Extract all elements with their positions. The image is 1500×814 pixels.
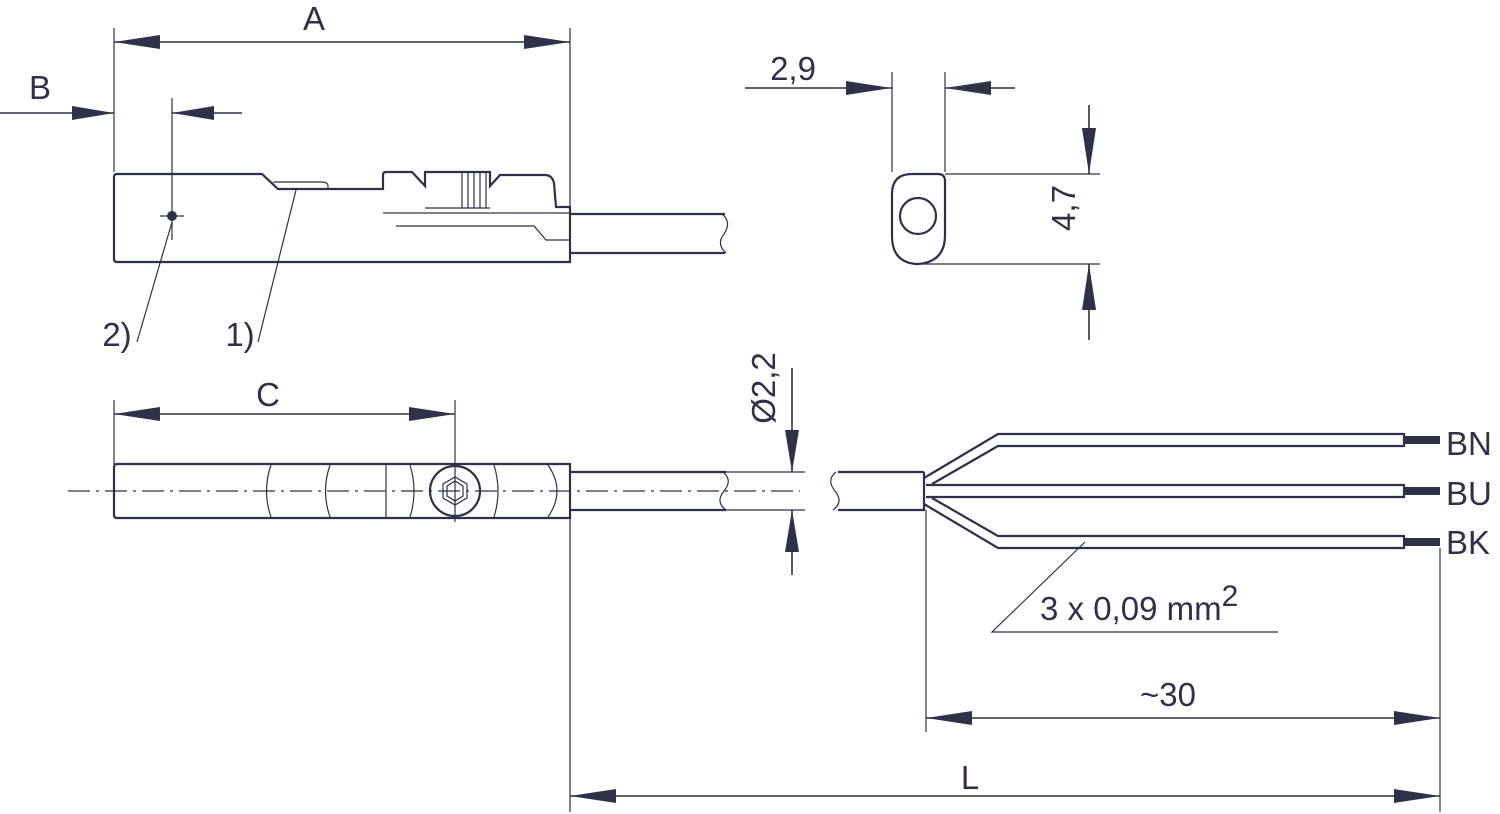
clamp-ribs xyxy=(425,172,490,209)
sensor-body-top xyxy=(112,462,572,520)
dimension-c: C xyxy=(113,376,455,464)
callout-1-label: 1) xyxy=(225,316,254,353)
dimension-b: B xyxy=(0,69,242,240)
callout-2-label: 2) xyxy=(102,316,131,353)
end-view: 2,9 4,7 xyxy=(745,50,1100,340)
lead-length-label: ~30 xyxy=(1140,676,1196,713)
cable-top-right xyxy=(838,470,926,512)
dim-l-label: L xyxy=(961,759,979,796)
dim-c-label: C xyxy=(256,376,280,413)
wire-end-bn xyxy=(1404,436,1440,444)
body-grooves xyxy=(265,464,558,518)
dim-a-label: A xyxy=(303,0,325,37)
cable-break-right xyxy=(830,471,840,511)
wire-end-bu xyxy=(1404,487,1440,495)
dimension-lead-length: ~30 xyxy=(925,510,1441,812)
wire-bn xyxy=(923,432,1406,485)
wire-spec-superscript: 2 xyxy=(1222,580,1239,613)
body-inner-step xyxy=(383,212,570,241)
wire-bu-label: BU xyxy=(1446,475,1492,512)
callouts: 2) 1) xyxy=(102,189,297,353)
cable-side xyxy=(570,212,725,255)
side-view xyxy=(112,170,729,264)
height-47-label: 4,7 xyxy=(1045,185,1082,231)
wire-bk xyxy=(923,497,1406,550)
top-view: BN BU BK xyxy=(68,400,1492,561)
wire-end-bk xyxy=(1404,538,1440,546)
sensor-body-outline xyxy=(112,170,572,264)
dim-b-label: B xyxy=(29,69,51,106)
dimension-l: L xyxy=(569,518,1440,812)
end-profile-hole xyxy=(898,196,938,236)
wire-spec-label: 3 x 0,09 mm2 xyxy=(1040,580,1238,627)
dimension-diameter: Ø2,2 xyxy=(726,352,805,575)
cable-break-side xyxy=(719,213,729,254)
body-slot xyxy=(273,181,329,189)
wire-bk-label: BK xyxy=(1446,524,1490,561)
cable-break-left xyxy=(719,471,729,511)
wire-spec-callout: 3 x 0,09 mm2 xyxy=(990,541,1278,633)
cable-top-left xyxy=(570,470,726,512)
wire-bn-label: BN xyxy=(1446,425,1492,462)
width-29-label: 2,9 xyxy=(770,50,816,87)
diameter-label: Ø2,2 xyxy=(745,352,782,424)
dimension-a: A xyxy=(113,0,571,207)
wire-bu xyxy=(926,483,1406,499)
